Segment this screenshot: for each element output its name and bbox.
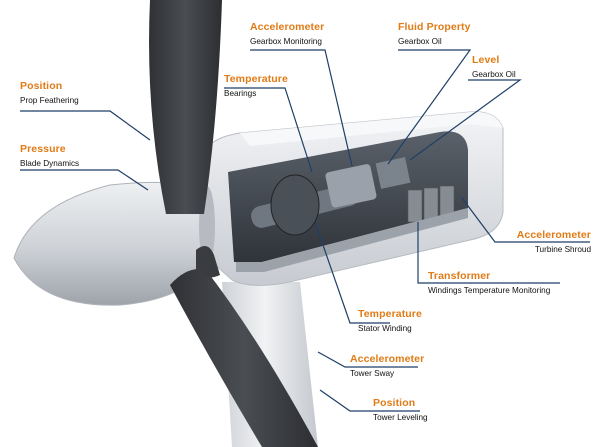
label-title: Accelerometer: [350, 353, 425, 365]
leader-temperature-bearings: [224, 87, 313, 173]
label-subtitle: Prop Feathering: [20, 96, 79, 106]
label-accelerometer-tower: Accelerometer Tower Sway: [350, 353, 424, 378]
nacelle-roof: [240, 111, 503, 146]
gearbox-oil-unit: [375, 157, 411, 189]
label-subtitle: Blade Dynamics: [20, 159, 80, 169]
blade-bottom: [170, 269, 318, 447]
label-title: Accelerometer: [516, 229, 591, 241]
label-pressure-blade: Pressure Blade Dynamics: [20, 143, 79, 168]
label-level-gearbox: Level Gearbox Oil: [472, 54, 516, 79]
leader-temperature-stator: [314, 221, 390, 324]
label-position-prop: Position Prop Feathering: [20, 80, 79, 105]
label-subtitle: Bearings: [224, 89, 257, 99]
leader-accelerometer-tower: [317, 351, 418, 368]
transformer-cabinet-2: [423, 187, 439, 221]
leader-position-tower: [319, 389, 420, 412]
label-title: Position: [373, 397, 416, 409]
label-title: Level: [472, 54, 500, 66]
label-subtitle: Windings Temperature Monitoring: [428, 286, 551, 296]
label-subtitle: Tower Sway: [350, 369, 395, 379]
leader-fluid-property: [387, 49, 472, 165]
label-title: Temperature: [224, 73, 288, 85]
label-title: Temperature: [358, 308, 422, 320]
leader-accelerometer-gearbox: [250, 49, 353, 167]
transformer-cabinet-1: [407, 189, 423, 223]
label-title: Fluid Property: [398, 21, 471, 33]
label-subtitle: Gearbox Oil: [398, 37, 442, 47]
label-temperature-stator: Temperature Stator Winding: [358, 308, 422, 333]
leader-accelerometer-shroud: [461, 197, 590, 243]
label-subtitle: Gearbox Oil: [472, 70, 516, 80]
leader-position-prop: [20, 110, 151, 141]
label-temperature-bearings: Temperature Bearings: [224, 73, 288, 98]
label-position-tower: Position Tower Leveling: [373, 397, 428, 422]
label-title: Position: [20, 80, 63, 92]
leader-pressure-blade: [20, 169, 149, 191]
label-title: Pressure: [20, 143, 66, 155]
label-subtitle: Gearbox Monitoring: [250, 37, 322, 47]
blade-right: [196, 246, 220, 278]
label-fluid-property: Fluid Property Gearbox Oil: [398, 21, 471, 46]
label-transformer: Transformer Windings Temperature Monitor…: [428, 270, 550, 295]
leader-transformer: [417, 222, 560, 284]
nacelle-base-frame: [236, 208, 468, 272]
gearbox-block: [325, 164, 377, 208]
generator-drum: [270, 174, 320, 236]
label-accelerometer-gearbox: Accelerometer Gearbox Monitoring: [250, 21, 324, 46]
label-title: Accelerometer: [250, 21, 325, 33]
label-subtitle: Turbine Shroud: [534, 245, 591, 255]
leader-level-gearbox: [409, 79, 522, 161]
label-subtitle: Tower Leveling: [373, 413, 428, 423]
label-title: Transformer: [428, 270, 491, 282]
label-subtitle: Stator Winding: [358, 324, 412, 334]
leader-lines: [20, 49, 590, 412]
blade-top: [149, 0, 222, 214]
label-accelerometer-shroud: Accelerometer Turbine Shroud: [495, 229, 591, 254]
